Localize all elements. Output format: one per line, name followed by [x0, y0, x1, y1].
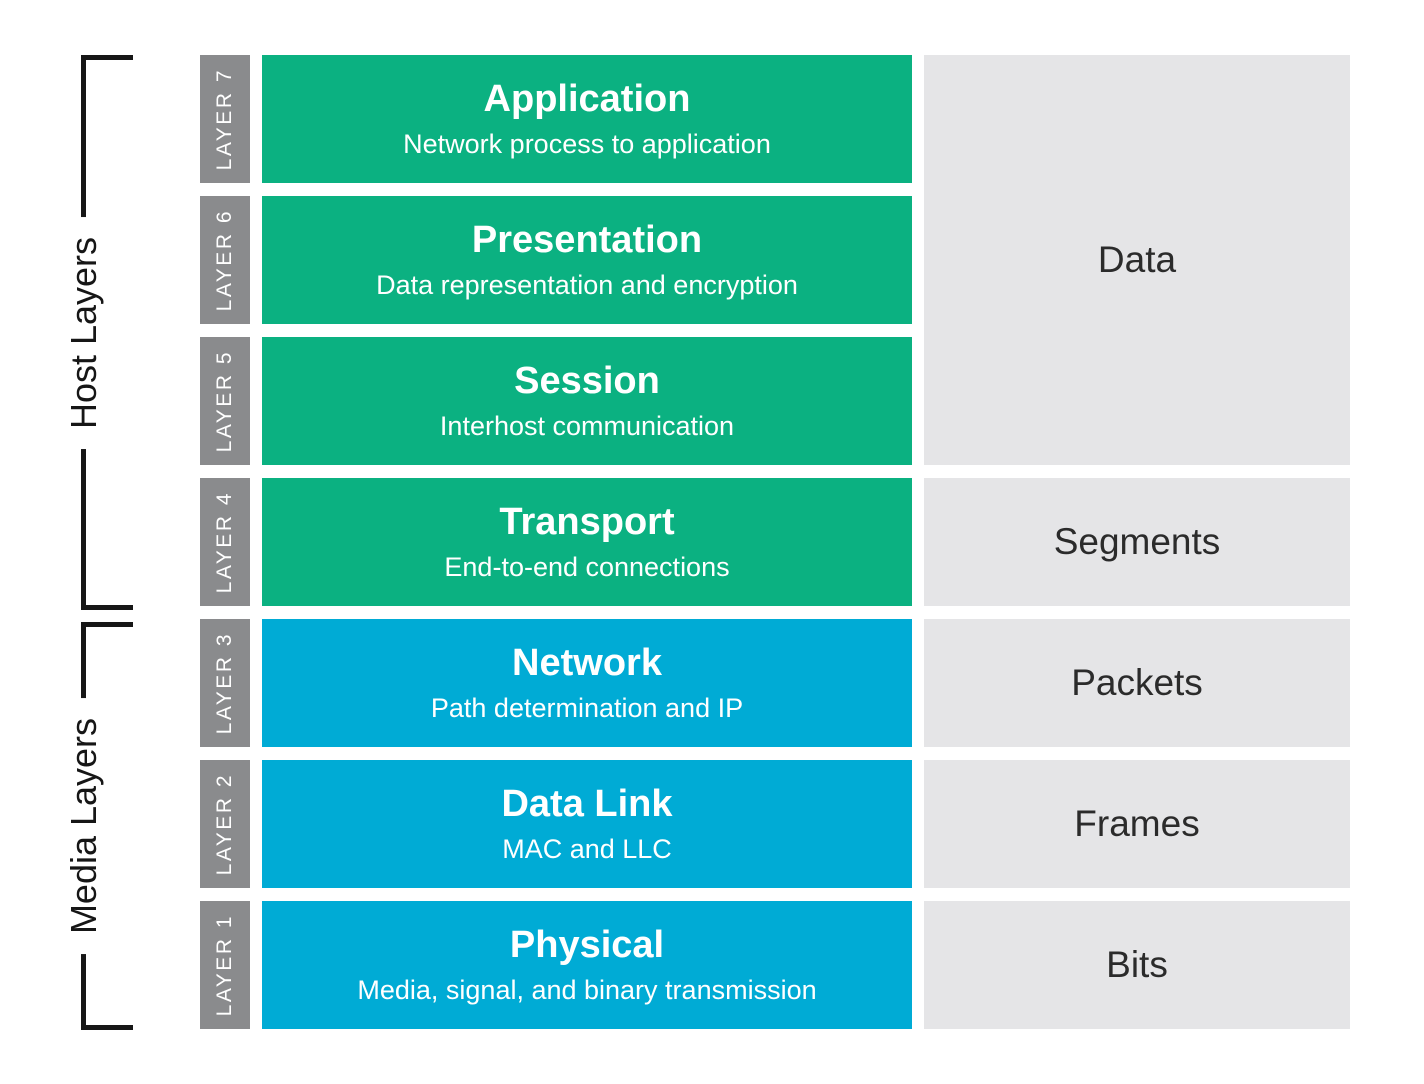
- layer-2-tag: LAYER 2: [200, 760, 250, 888]
- layer-7-box: Application Network process to applicati…: [262, 55, 912, 183]
- layer-7-title: Application: [483, 77, 691, 120]
- unit-cell-data: Data: [924, 55, 1350, 465]
- layer-2-box: Data Link MAC and LLC: [262, 760, 912, 888]
- layer-6-box: Presentation Data representation and enc…: [262, 196, 912, 324]
- layer-6-subtitle: Data representation and encryption: [376, 269, 798, 300]
- layer-4-box: Transport End-to-end connections: [262, 478, 912, 606]
- layer-5-title: Session: [514, 359, 660, 402]
- layer-3-tag: LAYER 3: [200, 619, 250, 747]
- layer-5-tag-label: LAYER 5: [213, 349, 236, 453]
- layer-6-title: Presentation: [471, 218, 703, 261]
- unit-cell-segments: Segments: [924, 478, 1350, 606]
- unit-cell-frames: Frames: [924, 760, 1350, 888]
- layer-4-tag: LAYER 4: [200, 478, 250, 606]
- layer-5-box: Session Interhost communication: [262, 337, 912, 465]
- layer-2-subtitle: MAC and LLC: [502, 833, 672, 864]
- layer-7-tag-label: LAYER 7: [213, 67, 236, 171]
- layer-4-subtitle: End-to-end connections: [444, 551, 730, 582]
- layer-1-box: Physical Media, signal, and binary trans…: [262, 901, 912, 1029]
- layer-4-title: Transport: [499, 500, 675, 543]
- layer-1-tag-label: LAYER 1: [213, 913, 236, 1017]
- layer-7-subtitle: Network process to application: [403, 128, 771, 159]
- layer-5-tag: LAYER 5: [200, 337, 250, 465]
- host-layers-bracket: Host Layers: [62, 55, 133, 610]
- layer-3-tag-label: LAYER 3: [213, 631, 236, 735]
- layer-4-tag-label: LAYER 4: [213, 490, 236, 594]
- osi-layers-grid: LAYER 7 Application Network process to a…: [200, 55, 1350, 1029]
- layer-1-title: Physical: [509, 923, 665, 966]
- layer-1-tag: LAYER 1: [200, 901, 250, 1029]
- host-layers-label: Host Layers: [62, 216, 105, 449]
- media-layers-bracket: Media Layers: [62, 622, 133, 1030]
- layer-3-title: Network: [512, 641, 662, 684]
- layer-2-tag-label: LAYER 2: [213, 772, 236, 876]
- layer-1-subtitle: Media, signal, and binary transmission: [357, 974, 817, 1005]
- layer-3-box: Network Path determination and IP: [262, 619, 912, 747]
- layer-6-tag: LAYER 6: [200, 196, 250, 324]
- layer-2-title: Data Link: [501, 782, 673, 825]
- unit-cell-bits: Bits: [924, 901, 1350, 1029]
- unit-cell-packets: Packets: [924, 619, 1350, 747]
- layer-5-subtitle: Interhost communication: [439, 410, 735, 441]
- media-layers-label: Media Layers: [62, 697, 105, 955]
- layer-3-subtitle: Path determination and IP: [430, 692, 744, 723]
- layer-6-tag-label: LAYER 6: [213, 208, 236, 312]
- layer-7-tag: LAYER 7: [200, 55, 250, 183]
